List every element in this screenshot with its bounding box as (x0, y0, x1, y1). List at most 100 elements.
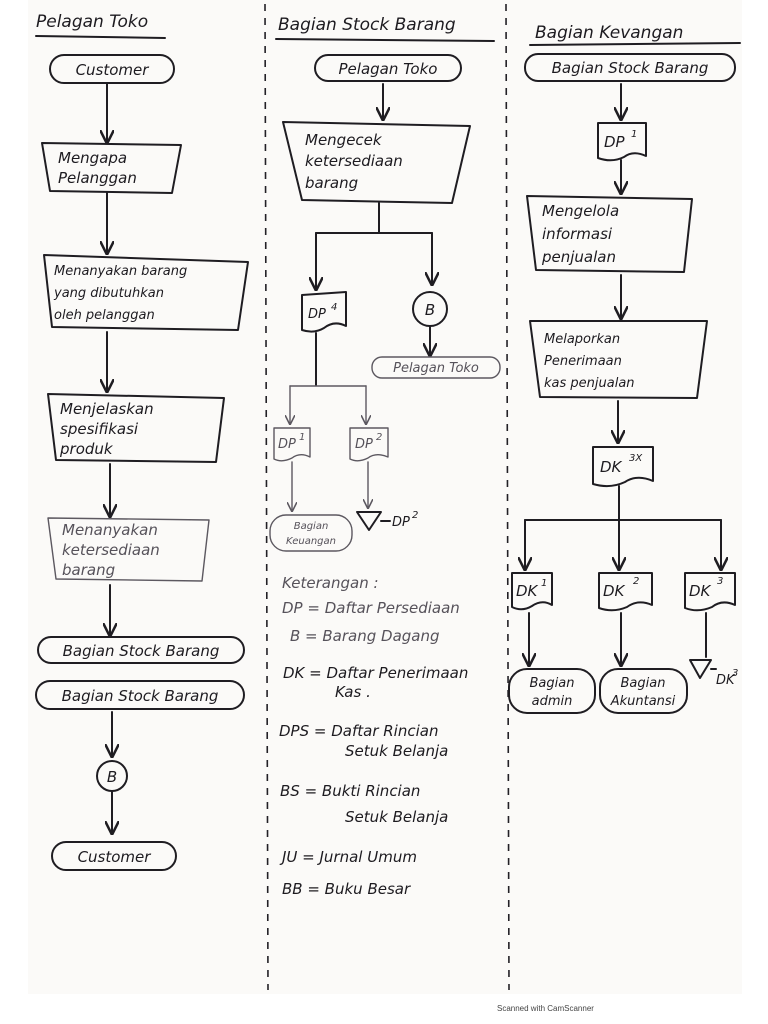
stock-offpage-from-toko: Pelagan Toko (314, 54, 462, 82)
svg-text:DK = Daftar Penerimaan: DK = Daftar Penerimaan (283, 664, 468, 682)
svg-text:oleh pelanggan: oleh pelanggan (54, 308, 155, 323)
svg-text:Mengelola: Mengelola (542, 202, 619, 220)
svg-text:Setuk Belanja: Setuk Belanja (345, 742, 448, 760)
toko-step-menjelaskan-spesifikasi: Menjelaskan spesifikasi produk (47, 393, 225, 463)
keuangan-doc-dk3: DK 3 (684, 572, 736, 612)
keuangan-offpage-from-stock: Bagian Stock Barang (524, 53, 736, 82)
toko-step-mengapa-pelanggan: Mengapa Pelanggan (41, 142, 182, 194)
svg-text:Menanyakan: Menanyakan (62, 521, 158, 539)
stock-offpage-to-toko: Pelagan Toko (371, 356, 501, 379)
svg-text:B: B (425, 301, 435, 319)
svg-text:Customer: Customer (78, 848, 152, 866)
svg-text:DP = Daftar Persediaan: DP = Daftar Persediaan (282, 599, 460, 617)
svg-text:Kas .: Kas . (335, 683, 371, 701)
svg-text:DK: DK (516, 582, 539, 600)
svg-text:Pelanggan: Pelanggan (58, 169, 137, 187)
svg-text:BB = Buku Besar: BB = Buku Besar (282, 880, 411, 898)
svg-text:3: 3 (732, 668, 738, 679)
keuangan-archive-dk3: DK 3 (689, 659, 738, 688)
keuangan-doc-dp1: DP 1 (597, 122, 647, 162)
svg-text:2: 2 (633, 576, 639, 587)
svg-text:ketersediaan: ketersediaan (305, 152, 403, 170)
svg-text:1: 1 (299, 432, 305, 443)
svg-text:BS = Bukti Rincian: BS = Bukti Rincian (280, 782, 420, 800)
svg-text:Setuk Belanja: Setuk Belanja (345, 808, 448, 826)
svg-text:DP: DP (308, 307, 326, 322)
svg-text:DP: DP (392, 515, 410, 530)
svg-text:Penerimaan: Penerimaan (544, 354, 622, 369)
toko-customer-start: Customer (49, 54, 175, 84)
legend: Keterangan : DP = Daftar Persediaan B = … (279, 574, 468, 898)
svg-text:Mengapa: Mengapa (58, 149, 127, 167)
svg-text:Bagian: Bagian (530, 676, 575, 691)
toko-customer-end: Customer (51, 841, 177, 871)
keuangan-doc-dk2: DK 2 (598, 572, 653, 612)
svg-text:informasi: informasi (542, 225, 613, 243)
svg-text:DK: DK (600, 458, 623, 476)
svg-text:1: 1 (631, 129, 637, 140)
svg-text:barang: barang (62, 561, 115, 579)
svg-text:DK: DK (689, 582, 712, 600)
svg-text:Bagian Stock Barang: Bagian Stock Barang (63, 642, 220, 660)
svg-text:Bagian Stock Barang: Bagian Stock Barang (552, 59, 709, 77)
svg-text:Melaporkan: Melaporkan (544, 332, 620, 347)
svg-text:Bagian Stock Barang: Bagian Stock Barang (62, 687, 219, 705)
svg-text:yang dibutuhkan: yang dibutuhkan (53, 286, 164, 301)
svg-text:barang: barang (305, 174, 358, 192)
svg-text:3: 3 (717, 576, 723, 587)
toko-offpage-stock-2: Bagian Stock Barang (35, 680, 245, 710)
svg-text:DP: DP (604, 133, 626, 151)
toko-offpage-stock-1: Bagian Stock Barang (37, 636, 245, 664)
keuangan-doc-dk3x: DK 3X (592, 446, 654, 488)
svg-text:DPS = Daftar Rincian: DPS = Daftar Rincian (279, 722, 438, 740)
svg-text:DP: DP (278, 437, 296, 452)
svg-text:1: 1 (541, 578, 547, 589)
stock-doc-dp1: DP 1 (273, 427, 311, 462)
keuangan-offpage-to-admin: Bagian admin (508, 668, 596, 714)
toko-step-menanyakan-ketersediaan: Menanyakan ketersediaan barang (47, 517, 210, 582)
svg-text:Menanyakan barang: Menanyakan barang (54, 264, 187, 279)
svg-text:B = Barang Dagang: B = Barang Dagang (290, 627, 440, 645)
svg-text:3X: 3X (629, 453, 643, 464)
svg-text:Pelagan Toko: Pelagan Toko (393, 361, 479, 376)
stock-archive-dp2: DP 2 (356, 510, 418, 531)
svg-text:admin: admin (532, 694, 573, 709)
stock-doc-dp4: DP 4 (301, 291, 347, 333)
column-header-toko: Pelagan Toko (36, 12, 148, 32)
stock-step-mengecek-ketersediaan: Mengecek ketersediaan barang (282, 121, 471, 204)
svg-text:Akuntansi: Akuntansi (610, 694, 676, 709)
scanner-watermark: Scanned with CamScanner (497, 1004, 594, 1013)
svg-text:Customer: Customer (76, 61, 150, 79)
svg-text:spesifikasi: spesifikasi (60, 420, 139, 438)
stock-doc-dp2: DP 2 (349, 427, 389, 462)
column-header-keuangan: Bagian Kevangan (535, 23, 683, 43)
svg-text:DK: DK (716, 673, 736, 688)
toko-step-menanyakan-barang: Menanyakan barang yang dibutuhkan oleh p… (43, 254, 249, 331)
column-header-stock: Bagian Stock Barang (278, 15, 456, 35)
svg-text:ketersediaan: ketersediaan (62, 541, 160, 559)
column-divider-left (264, 3, 269, 991)
svg-text:Menjelaskan: Menjelaskan (60, 400, 154, 418)
svg-text:kas penjualan: kas penjualan (544, 376, 635, 391)
stock-offpage-to-keuangan: Bagian Keuangan (269, 514, 353, 552)
svg-text:4: 4 (331, 302, 337, 313)
svg-text:B: B (107, 768, 117, 786)
svg-text:2: 2 (412, 510, 418, 521)
svg-text:Bagian: Bagian (621, 676, 666, 691)
svg-text:produk: produk (59, 440, 114, 458)
svg-text:penjualan: penjualan (541, 248, 616, 266)
svg-text:JU = Jurnal Umum: JU = Jurnal Umum (279, 848, 417, 866)
svg-text:Keuangan: Keuangan (286, 536, 336, 547)
keuangan-step-mengelola-informasi: Mengelola informasi penjualan (526, 195, 693, 273)
svg-text:Pelagan Toko: Pelagan Toko (339, 60, 438, 78)
svg-text:DP: DP (355, 437, 373, 452)
keuangan-step-melaporkan-penerimaan: Melaporkan Penerimaan kas penjualan (529, 320, 708, 399)
svg-text:DK: DK (603, 582, 626, 600)
keuangan-offpage-to-akuntansi: Bagian Akuntansi (599, 668, 688, 714)
keuangan-doc-dk1: DK 1 (511, 572, 553, 611)
svg-text:Mengecek: Mengecek (305, 131, 383, 149)
column-divider-right (505, 3, 510, 991)
paper (28, 0, 742, 994)
svg-text:Bagian: Bagian (294, 521, 329, 532)
